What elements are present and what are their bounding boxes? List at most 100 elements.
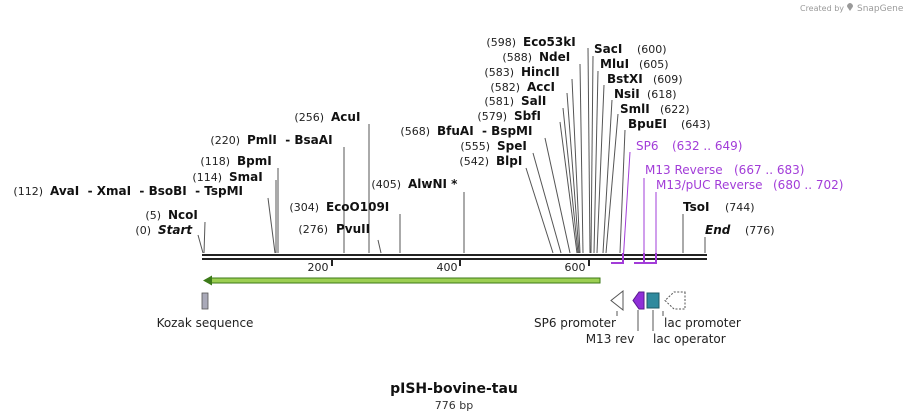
site-name-saci: SacI [594,42,622,56]
leader-pvuii [377,239,382,254]
leader-ncoi [203,221,206,254]
sp6-promoter-arrow [610,289,624,312]
leader-sali [562,107,579,254]
primer-range-m13puc-reverse: (680 .. 702) [773,178,843,192]
scale-tick-label-600: 600 [565,261,586,274]
leader-ndei [579,63,584,254]
primer-range-sp6: (632 .. 649) [672,139,742,153]
site-pos-nsii: (618) [647,88,677,101]
lac-operator-box [646,292,660,309]
leader-smli [605,113,619,254]
site-pos-sbfi: (579) [477,110,507,123]
feature-label-m13-rev: M13 rev [586,332,635,346]
snapgene-logo-icon [847,3,853,11]
site-pos-smai: (114) [192,171,222,184]
primers: SP6 (632 .. 649) M13 Reverse (667 .. 683… [636,139,843,192]
plasmid-name: pISH-bovine-tau [390,381,518,397]
site-pos-pvuii: (276) [298,223,328,236]
site-name-start: Start [158,223,193,237]
kozak-sequence-box [201,292,209,310]
site-pos-alwni: (405) [371,178,401,191]
sequence-backbone [202,254,707,260]
site-name-sali: SalI [521,94,546,108]
site-name-eco53ki: Eco53kI [523,35,576,49]
restriction-sites: (0) Start (5) NcoI (112) AvaI - XmaI - B… [13,35,774,237]
site-name-spei: SpeI [497,139,527,153]
site-name-alwni: AlwNI * [408,177,458,191]
site-name-smli: SmlI [620,102,650,116]
site-name-ncoi: NcoI [168,208,198,222]
leader-bfuai [544,137,571,254]
leader-blpi [525,167,554,254]
plasmid-length: 776 bp [435,399,473,412]
leader-eco53ki [587,47,591,254]
site-pos-blpi: (542) [459,155,489,168]
primer-name-sp6: SP6 [636,139,659,153]
site-pos-ndei: (588) [502,51,532,64]
leader-smai [267,197,276,254]
site-name-pmli: PmlI - BsaAI [247,133,333,147]
feature-label-lac-promoter: lac promoter [664,316,741,330]
site-name-end: End [705,223,731,237]
site-name-blpi: BlpI [496,154,522,168]
site-name-nsii: NsiI [614,87,640,101]
site-pos-bfuai: (568) [400,125,430,138]
site-pos-smli: (622) [660,103,690,116]
site-name-avai: AvaI - XmaI - BsoBI - TspMI [50,184,243,198]
scale-tick-label-200: 200 [308,261,329,274]
feature-label-sp6-promoter: SP6 promoter [534,316,616,330]
site-name-bstxi: BstXI [607,72,643,86]
site-pos-eco53ki: (598) [486,36,516,49]
site-name-bfuai: BfuAI - BspMI [437,124,532,138]
site-name-bpuei: BpuEI [628,117,667,131]
site-pos-hincii: (583) [484,66,514,79]
leader-sp6 [622,151,631,264]
site-name-bpmi: BpmI [237,154,272,168]
leader-spei [532,152,562,254]
primer-mark-sp6 [611,253,624,264]
site-pos-acui: (256) [294,111,324,124]
site-name-acci: AccI [527,80,555,94]
site-pos-avai: (112) [13,185,43,198]
primer-binding-marks [611,253,657,264]
site-pos-end: (776) [745,224,775,237]
leader-acci [566,92,580,254]
site-name-tsoi: TsoI [683,200,709,214]
site-name-smai: SmaI [229,170,263,184]
credit-text: Created by [800,4,844,13]
leader-mlui [593,70,599,254]
site-pos-sali: (581) [484,95,514,108]
leader-bstxi [596,84,605,254]
site-name-ecoo109i: EcoO109I [326,200,389,214]
leader-hincii [571,78,581,254]
site-pos-pmli: (220) [210,134,240,147]
site-name-pvuii: PvuII [336,222,370,236]
site-pos-bpmi: (118) [200,155,230,168]
credit-brand: SnapGene [857,4,904,14]
site-pos-spei: (555) [460,140,490,153]
lac-promoter-arrow [664,291,686,310]
leader-saci [590,55,594,254]
site-pos-ncoi: (5) [145,209,161,222]
primer-name-m13-reverse: M13 Reverse [645,163,723,177]
scale-ticks: 200 400 600 [308,260,590,274]
leader-bpuei [619,129,626,254]
features: Kozak sequence SP6 promoter M13 rev lac … [157,289,741,346]
site-name-acui: AcuI [331,110,360,124]
m13-rev-arrow [632,291,645,310]
site-pos-saci: (600) [637,43,667,56]
site-pos-tsoi: (744) [725,201,755,214]
site-pos-bstxi: (609) [653,73,683,86]
site-name-sbfi: SbfI [514,109,541,123]
leader-nsii [602,99,613,254]
site-pos-ecoo109i: (304) [289,201,319,214]
feature-label-kozak: Kozak sequence [157,316,254,330]
scale-tick-label-400: 400 [437,261,458,274]
site-pos-mlui: (605) [639,58,669,71]
primer-leader-lines [622,151,657,264]
site-pos-bpuei: (643) [681,118,711,131]
primer-mark-m13puc-reverse [644,253,657,264]
leader-start [197,234,204,254]
site-leader-lines [197,47,706,254]
